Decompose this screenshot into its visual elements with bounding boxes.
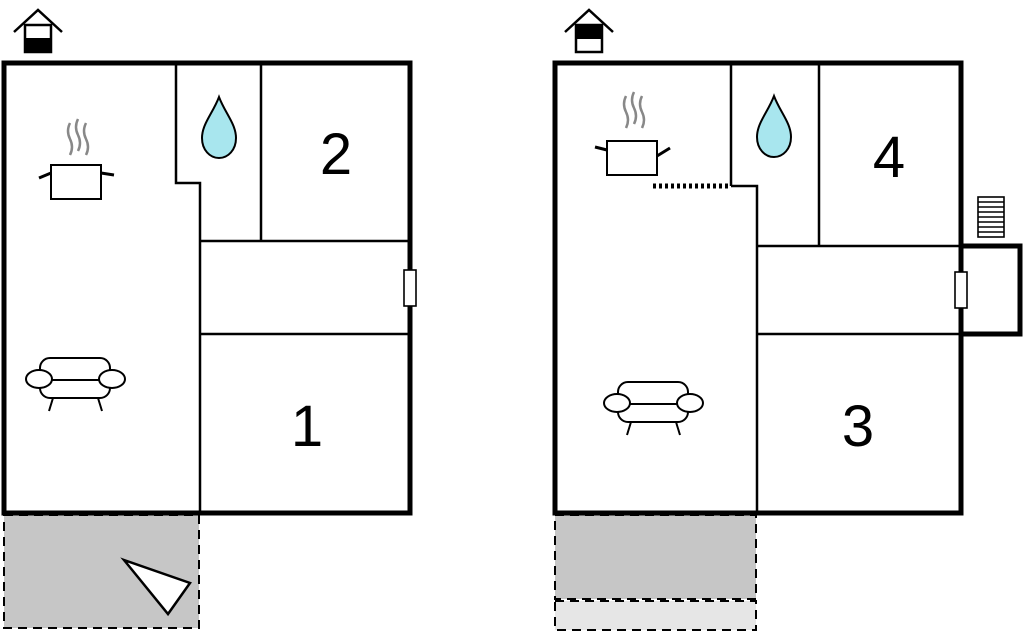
house-icon: [13, 8, 63, 54]
cooking-pot-icon: [594, 91, 671, 176]
balcony: [961, 243, 1023, 337]
living-wall: [731, 184, 759, 513]
water-drop-icon: [755, 93, 793, 159]
sofa-icon: [25, 357, 126, 412]
water-drop-icon: [200, 94, 238, 160]
terrace: [554, 514, 757, 600]
kitchen-wall: [174, 63, 202, 513]
entrance-door: [403, 269, 417, 307]
floor-plan-right: 4 3: [552, 8, 1023, 631]
balcony-door: [954, 271, 968, 309]
room-label-3: 3: [842, 394, 874, 459]
sofa-icon: [603, 381, 704, 436]
room-label-4: 4: [873, 125, 905, 190]
stairs-icon: [977, 196, 1005, 238]
cooking-pot-icon: [38, 118, 115, 200]
floor-plan-left: 2 1: [1, 8, 417, 629]
house-icon: [564, 8, 614, 54]
room-label-1: 1: [291, 394, 323, 459]
pennant-flag-icon: [120, 557, 192, 617]
terrace-lower: [554, 600, 757, 631]
room-label-2: 2: [320, 122, 352, 187]
